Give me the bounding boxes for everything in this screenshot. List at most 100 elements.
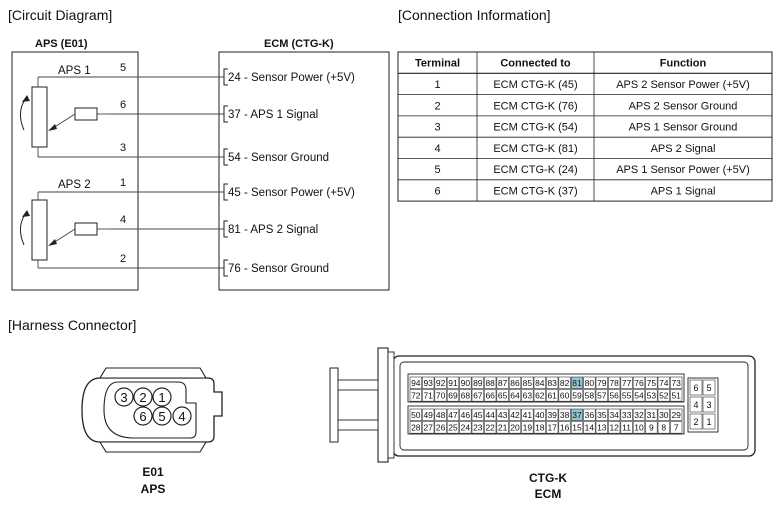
circuit-pin-labels: 524 - Sensor Power (+5V)637 - APS 1 Sign… (120, 62, 355, 275)
table-cell: ECM CTG-K (24) (493, 164, 577, 176)
table-cell: APS 2 Sensor Power (+5V) (616, 79, 750, 91)
table-cell: APS 1 Sensor Power (+5V) (616, 164, 750, 176)
ecm-pin-30 (657, 408, 670, 421)
ecm-pin-81 (570, 376, 584, 389)
ecm-pin-75 (645, 376, 658, 389)
ecm-pin-9 (645, 421, 658, 434)
aps2-label: APS 2 (58, 179, 91, 191)
ecm-terminal-label: 24 - Sensor Power (+5V) (228, 72, 355, 84)
ecm-pin-15 (570, 421, 584, 434)
ecm-pin-32 (632, 408, 646, 421)
table-cell: 4 (434, 143, 440, 155)
ecm-pin-69 (446, 389, 460, 402)
e01-pin-number: 6 (139, 409, 146, 424)
ecm-pin-number: 92 (436, 378, 446, 388)
e01-sub-label: APS (141, 482, 166, 496)
ecm-pin-34 (608, 408, 621, 421)
ecm-pin-45 (471, 408, 484, 421)
aps-box (11, 51, 139, 291)
table-border (397, 51, 773, 202)
ecm-pin-28 (409, 421, 422, 434)
ecm-pin-50 (409, 408, 422, 421)
ecm-pin-number: 55 (622, 390, 632, 400)
ecm-pin-number: 20 (510, 422, 520, 432)
ecm-side-pin-number: 2 (693, 417, 698, 427)
ecm-pin-57 (595, 389, 608, 402)
ecm-pin-60 (558, 389, 571, 402)
ecm-side-pin-3 (702, 396, 716, 413)
e01-pin-number: 5 (158, 409, 165, 424)
ecm-pin-48 (434, 408, 447, 421)
ecm-pin-number: 21 (498, 422, 508, 432)
ecm-pin-62 (533, 389, 546, 402)
e01-pin-number: 1 (158, 390, 165, 405)
ecm-pin-61 (546, 389, 559, 402)
table-cell: APS 2 Sensor Ground (629, 100, 738, 112)
ecm-pin-number: 19 (523, 422, 533, 432)
ecm-pin-65 (496, 389, 509, 402)
ecm-pin-39 (546, 408, 559, 421)
ecm-pin-18 (533, 421, 546, 434)
ecm-pin-number: 29 (671, 410, 681, 420)
ecm-pin-number: 7 (674, 422, 679, 432)
ecm-pin-number: 68 (461, 390, 471, 400)
ecm-pin-8 (657, 421, 670, 434)
ecm-pin-number: 38 (560, 410, 570, 420)
ecm-pin-number: 61 (547, 390, 557, 400)
ecm-pin-number: 26 (436, 422, 446, 432)
ecm-pin-number: 18 (535, 422, 545, 432)
ecm-pin-87 (496, 376, 509, 389)
aps-pin-number: 2 (120, 253, 126, 265)
ecm-pin-number: 67 (473, 390, 483, 400)
ecm-side-pin-number: 5 (706, 383, 711, 393)
ecm-pin-11 (620, 421, 633, 434)
ecm-pin-number: 70 (436, 390, 446, 400)
ecm-pin-number: 51 (671, 390, 681, 400)
section-title-circuit: [Circuit Diagram] (8, 7, 112, 23)
e01-connector (81, 367, 223, 453)
table-header-cell: Connected to (500, 58, 571, 70)
ecm-pin-44 (484, 408, 497, 421)
ecm-pin-76 (632, 376, 646, 389)
ecm-pin-19 (521, 421, 534, 434)
ecm-pin-78 (608, 376, 621, 389)
ecm-pin-46 (459, 408, 472, 421)
ecm-pin-number: 54 (634, 390, 644, 400)
ecm-title: ECM (CTG-K) (264, 38, 334, 50)
ecm-terminal-label: 81 - APS 2 Signal (228, 224, 318, 236)
ecm-pin-number: 9 (649, 422, 654, 432)
ecm-pin-number: 48 (436, 410, 446, 420)
ecm-pin-41 (521, 408, 534, 421)
ecm-pin-77 (620, 376, 633, 389)
ecm-pin-number: 16 (560, 422, 570, 432)
ecm-connector-sub-label: ECM (535, 487, 562, 501)
ecm-pin-55 (620, 389, 633, 402)
ecm-pin-number: 79 (597, 378, 607, 388)
ecm-pin-number: 13 (597, 422, 607, 432)
ecm-pin-56 (608, 389, 621, 402)
ecm-pin-number: 44 (485, 410, 495, 420)
ecm-pin-number: 35 (597, 410, 607, 420)
ecm-pin-93 (422, 376, 435, 389)
ecm-terminal-bracket (223, 259, 228, 277)
ecm-pin-number: 78 (609, 378, 619, 388)
aps-pin-number: 4 (120, 214, 126, 226)
e01-pin-number: 3 (120, 390, 127, 405)
ecm-pin-42 (508, 408, 522, 421)
e01-pin-3 (114, 387, 134, 407)
ecm-pin-number: 59 (572, 390, 582, 400)
table-cell: ECM CTG-K (76) (493, 100, 577, 112)
ecm-pin-90 (459, 376, 472, 389)
ecm-side-pin-1 (702, 413, 716, 430)
ecm-pin-number: 40 (535, 410, 545, 420)
ecm-terminal-bracket (223, 148, 228, 166)
ecm-pin-21 (496, 421, 509, 434)
ecm-pin-85 (521, 376, 534, 389)
aps2-potentiometer (20, 191, 110, 269)
ecm-pin-number: 82 (560, 378, 570, 388)
ecm-pin-number: 64 (510, 390, 520, 400)
table-cell: 6 (434, 185, 440, 197)
ecm-terminal-bracket (223, 105, 228, 123)
